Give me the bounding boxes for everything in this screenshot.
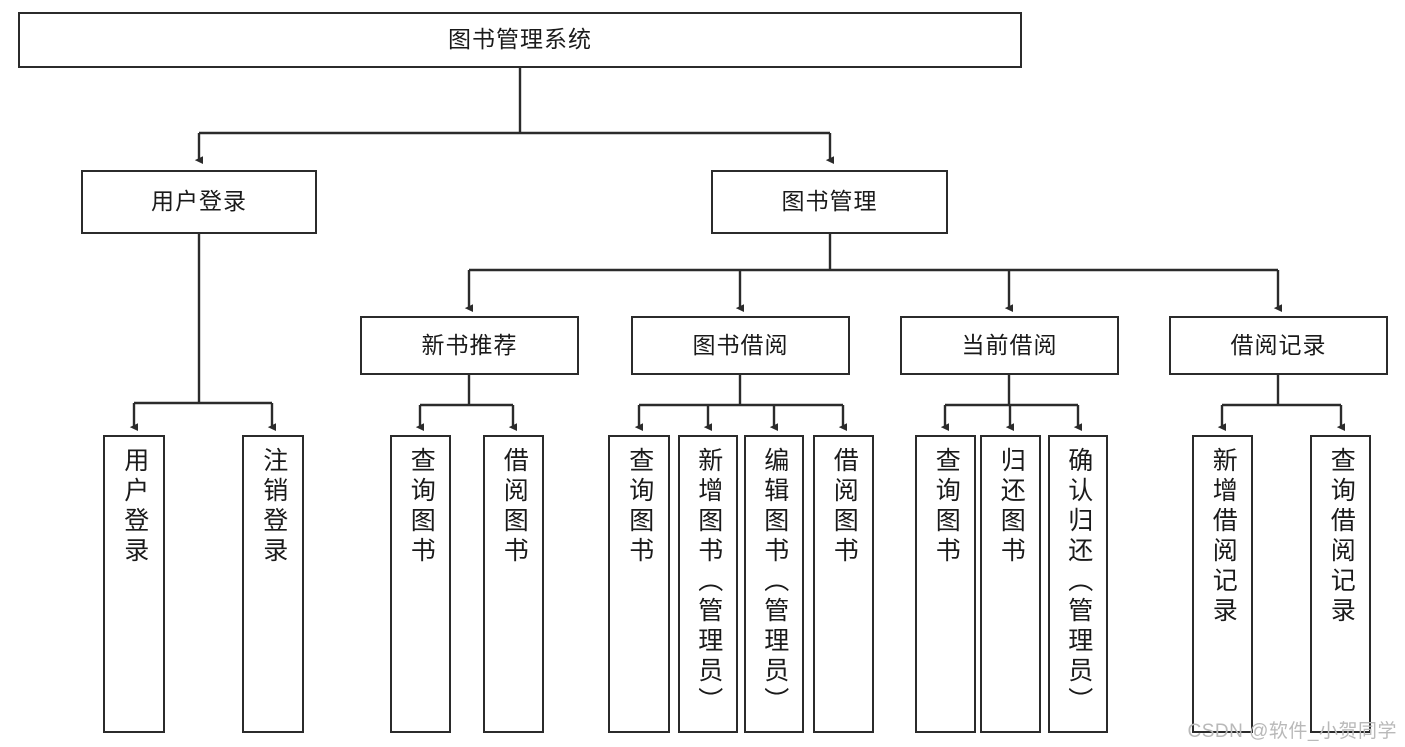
node-leaf-logout[interactable]: 注销登录 [242,435,304,733]
node-leaf-user-login[interactable]: 用户登录 [103,435,165,733]
node-label: 编辑图书（管理员） [760,447,789,717]
node-book-borrow[interactable]: 图书借阅 [631,316,850,375]
node-label: 借阅图书 [830,447,859,567]
node-label: 借阅记录 [1230,331,1327,358]
node-label: 新增图书（管理员） [694,447,723,717]
node-label: 图书管理 [781,188,878,215]
edge-root-to-level2 [194,68,835,165]
edge-borrow-record-to-leaves [1217,375,1346,432]
watermark-text: CSDN @软件_小贺同学 [1187,721,1397,742]
node-label: 图书借阅 [692,331,789,358]
node-leaf-edit-book-admin[interactable]: 编辑图书（管理员） [744,435,804,733]
node-leaf-borrow-book[interactable]: 借阅图书 [813,435,874,733]
node-label: 查询图书 [932,447,961,567]
node-current-borrow[interactable]: 当前借阅 [900,316,1119,375]
node-leaf-add-borrow-record[interactable]: 新增借阅记录 [1192,435,1253,733]
node-label: 借阅图书 [500,447,529,567]
node-new-book-recommend[interactable]: 新书推荐 [360,316,579,375]
node-borrow-record[interactable]: 借阅记录 [1169,316,1388,375]
node-label: 查询借阅记录 [1327,447,1356,627]
node-label: 用户登录 [120,447,149,567]
node-label: 当前借阅 [961,331,1058,358]
node-book-management[interactable]: 图书管理 [711,170,948,234]
edge-current-borrow-to-leaves [940,375,1083,432]
node-label: 用户登录 [151,188,247,215]
edge-new-book-to-leaves [415,375,518,432]
node-user-login[interactable]: 用户登录 [81,170,317,234]
node-label: 查询图书 [407,447,436,567]
node-label: 新增借阅记录 [1209,447,1238,627]
node-root-library-system[interactable]: 图书管理系统 [18,12,1022,68]
node-label: 注销登录 [259,447,288,567]
node-leaf-query-book-recommend[interactable]: 查询图书 [390,435,451,733]
node-label: 图书管理系统 [448,26,592,53]
node-leaf-borrow-book-recommend[interactable]: 借阅图书 [483,435,544,733]
node-leaf-query-book-borrow[interactable]: 查询图书 [608,435,670,733]
node-leaf-confirm-return-admin[interactable]: 确认归还（管理员） [1048,435,1108,733]
node-leaf-add-book-admin[interactable]: 新增图书（管理员） [678,435,738,733]
node-label: 归还图书 [997,447,1026,567]
node-label: 确认归还（管理员） [1064,447,1093,717]
edge-book-manage-to-level3 [464,234,1283,313]
node-label: 新书推荐 [421,331,518,358]
node-label: 查询图书 [625,447,654,567]
node-leaf-query-borrow-record[interactable]: 查询借阅记录 [1310,435,1371,733]
node-leaf-query-book-current[interactable]: 查询图书 [915,435,976,733]
edge-book-borrow-to-leaves [634,375,848,432]
node-leaf-return-book[interactable]: 归还图书 [980,435,1041,733]
edge-user-login-to-leaves [129,234,277,432]
